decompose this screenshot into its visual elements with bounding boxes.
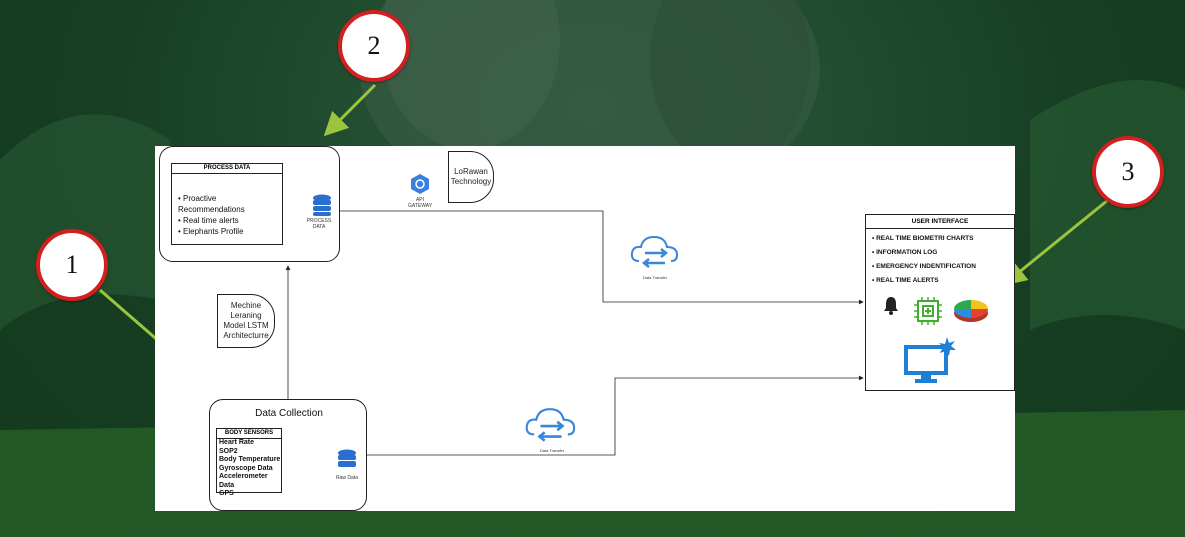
list-item: • INFORMATION LOG — [872, 249, 938, 256]
list-item: Accelerometer Data — [219, 473, 268, 489]
data-transfer-bottom-label: Data Transfer — [539, 448, 565, 453]
diagram-canvas: PROCESS DATA • Proactive Recommendations… — [155, 146, 1015, 511]
arrow-3 — [1002, 198, 1109, 286]
data-collection-title: Data Collection — [255, 408, 323, 419]
data-transfer-cloud-icon — [525, 408, 576, 442]
raw-db-icon — [338, 449, 356, 467]
list-item: • REAL TIME BIOMETRI CHARTS — [872, 235, 974, 242]
process-data-list: • Proactive Recommendations • Real time … — [172, 174, 282, 237]
list-item: • Elephants Profile — [178, 227, 244, 236]
data-transfer-cloud-icon — [630, 235, 679, 268]
list-item: • Proactive Recommendations — [178, 194, 245, 214]
arrow-2 — [323, 83, 377, 137]
marker-1: 1 — [36, 229, 108, 301]
list-item: • Real time alerts — [178, 216, 239, 225]
sensor-list: Heart Rate SOP2 Body Temperature Gyrosco… — [217, 439, 281, 499]
list-item: GPS — [219, 490, 234, 497]
list-item: Body Temperature — [219, 456, 281, 463]
user-interface-header: USER INTERFACE — [866, 215, 1014, 229]
marker-3: 3 — [1092, 136, 1164, 208]
connector-raw-to-ui — [367, 375, 864, 456]
pie-chart-icon — [954, 300, 988, 322]
connector-process-to-ui — [340, 210, 864, 305]
body-sensors-box: BODY SENSORS Heart Rate SOP2 Body Temper… — [216, 428, 282, 497]
data-collection-group: Data Collection BODY SENSORS Heart Rate … — [209, 399, 367, 511]
ui-feature-list: • REAL TIME BIOMETRI CHARTS • INFORMATIO… — [866, 229, 1014, 288]
list-item: SOP2 — [219, 447, 238, 455]
process-data-box: PROCESS DATA • Proactive Recommendations… — [171, 163, 283, 245]
raw-db-label: Raw Data — [336, 475, 358, 481]
chip-icon — [914, 297, 942, 325]
list-item: • EMERGENCY INDENTIFICATION — [872, 263, 976, 270]
list-item: Heart Rate — [219, 439, 255, 446]
monitor-icon — [904, 337, 956, 383]
process-db-icon — [313, 194, 331, 216]
process-data-group: PROCESS DATA • Proactive Recommendations… — [159, 146, 340, 262]
list-item: Gyroscope Data — [219, 464, 273, 472]
list-item: • REAL TIME ALERTS — [872, 277, 939, 284]
marker-2: 2 — [338, 10, 410, 82]
bell-icon — [884, 297, 898, 315]
data-transfer-top-label: Data Transfer — [642, 275, 668, 280]
body-sensors-header: BODY SENSORS — [217, 429, 281, 439]
api-gateway-icon — [411, 174, 429, 194]
process-data-header: PROCESS DATA — [172, 164, 282, 174]
user-interface-box: USER INTERFACE • REAL TIME BIOMETRI CHAR… — [865, 214, 1015, 391]
